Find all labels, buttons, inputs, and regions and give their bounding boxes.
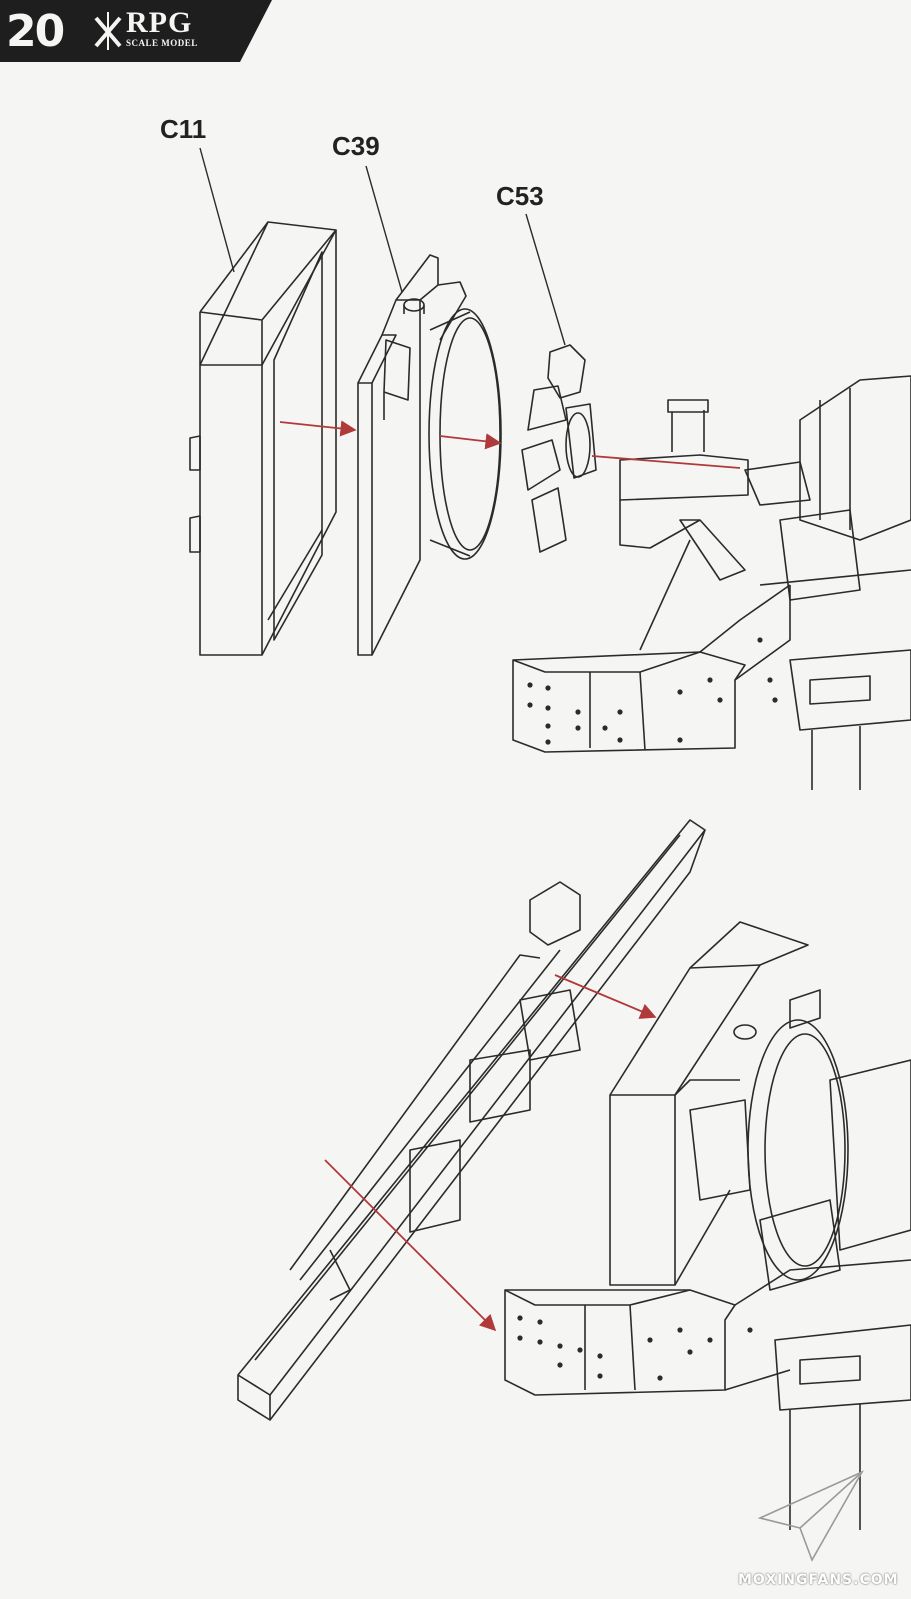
chassis-assembly-bottom <box>504 1259 911 1530</box>
part-c39-shroud <box>357 254 502 656</box>
part-c53-fan <box>521 344 597 553</box>
watermark-text: MOXINGFANS.COM <box>738 1572 899 1588</box>
brand-name: RPG <box>126 6 193 39</box>
header-banner <box>0 0 272 62</box>
part-label-c11: C11 <box>160 114 207 144</box>
brand-logo-icon <box>94 12 122 50</box>
part-c11-radiator <box>189 221 337 656</box>
step-number: 20 <box>6 6 65 57</box>
part-label-c39: C39 <box>332 131 380 161</box>
page-header: 20 RPG SCALE MODEL <box>0 0 290 62</box>
part-label-c53: C53 <box>496 181 544 211</box>
chassis-bolts-top <box>527 637 778 745</box>
bumper-frame <box>237 819 706 1421</box>
leader-lines <box>199 147 566 346</box>
brand-subtitle: SCALE MODEL <box>126 38 198 48</box>
radiator-assembly-bottom <box>609 921 911 1291</box>
chassis-assembly-top <box>512 375 911 790</box>
chassis-bolts-bottom <box>517 1315 753 1381</box>
assembly-arrows <box>279 420 741 1332</box>
watermark-logo-icon <box>757 1470 864 1562</box>
